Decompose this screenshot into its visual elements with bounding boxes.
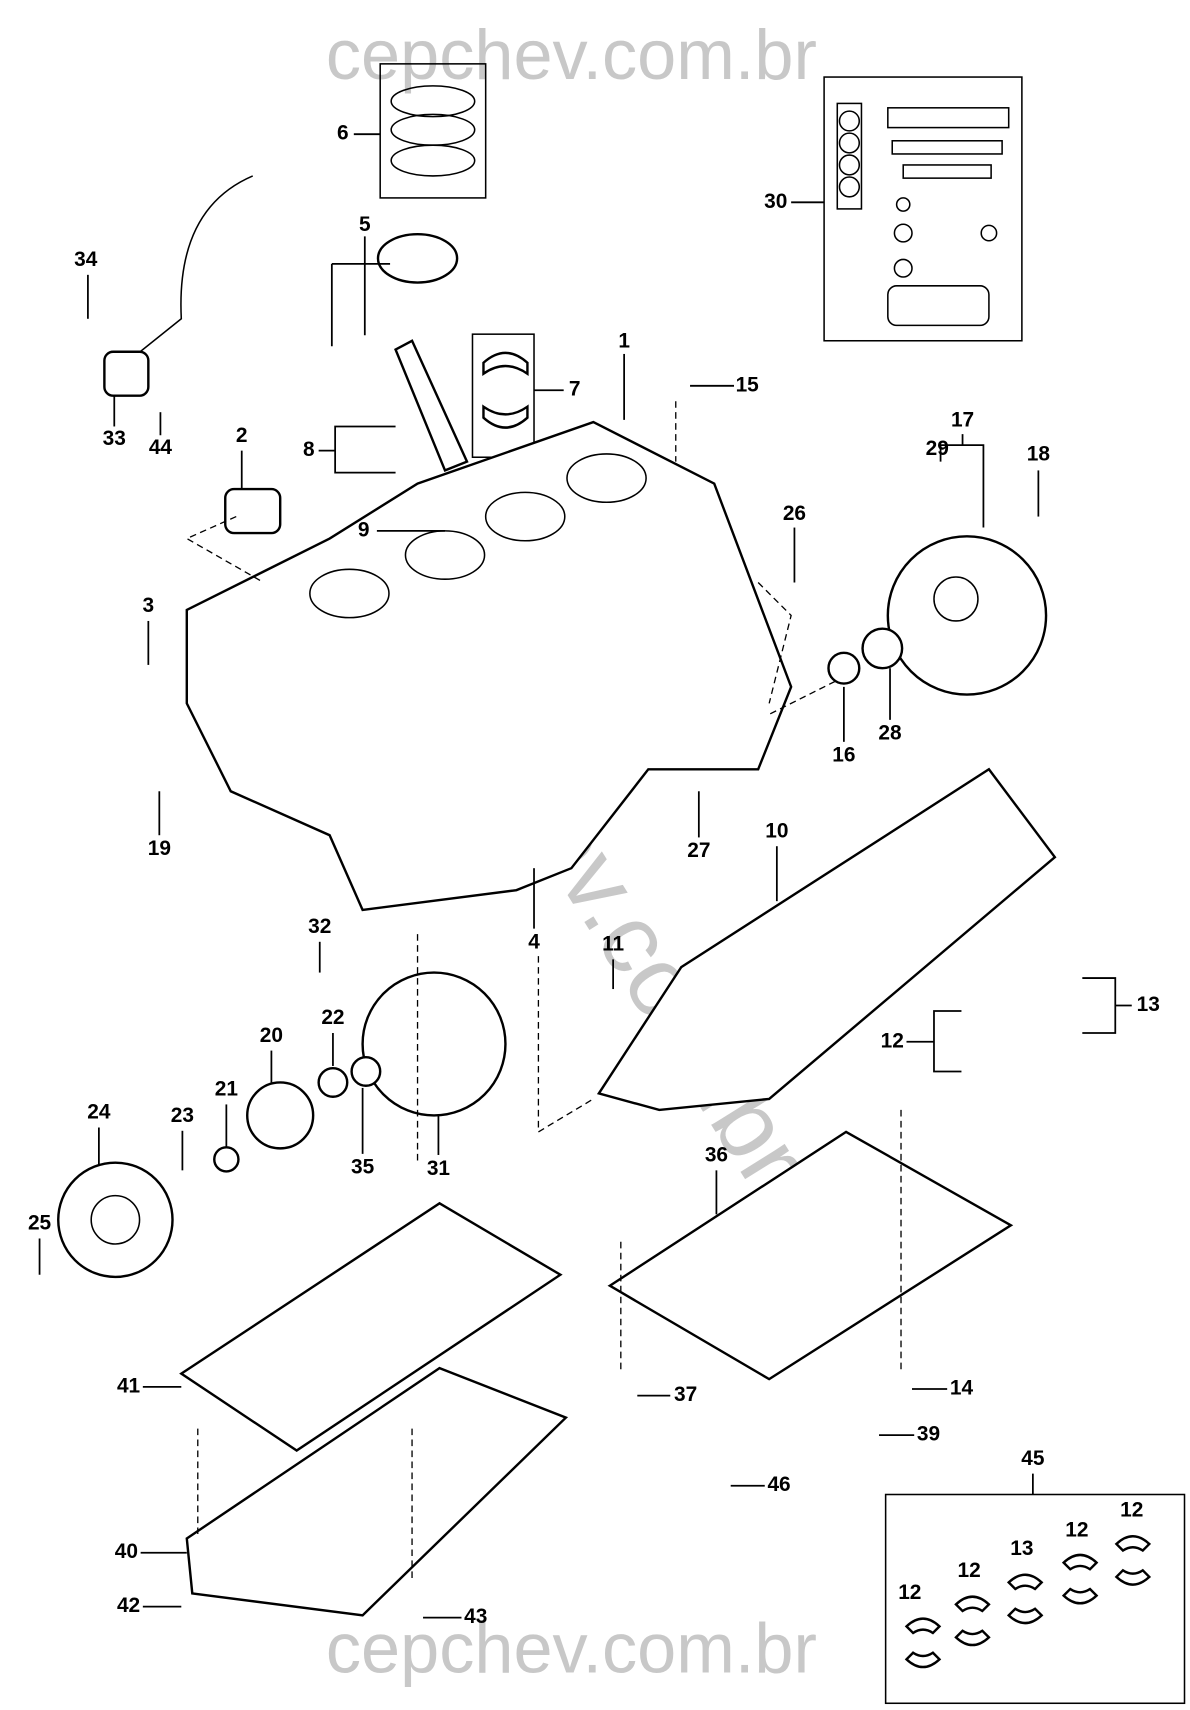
- callout-9: 9: [358, 518, 370, 541]
- bearing-kit-45: 12 12 13 12 12: [898, 1498, 1152, 1669]
- callout-42: 42: [117, 1594, 140, 1617]
- callout-8: 8: [303, 438, 315, 461]
- gasket-kit: [836, 102, 1010, 327]
- callout-11: 11: [602, 933, 624, 956]
- callouts: 1 2 3 4 5 6 7 8 9 10 11 12 13 14 15 16 1…: [28, 122, 1160, 1628]
- callout-6: 6: [337, 122, 349, 145]
- flywheel-adapter: [861, 627, 904, 670]
- callout-31: 31: [427, 1157, 451, 1180]
- callout-28: 28: [878, 722, 901, 745]
- callout-12: 12: [881, 1029, 904, 1052]
- callout-5: 5: [359, 213, 371, 236]
- flywheel: [886, 535, 1048, 696]
- leader-lines: [38, 133, 1132, 1619]
- callout-24: 24: [87, 1101, 111, 1124]
- callout-44: 44: [149, 436, 173, 459]
- callout-35: 35: [351, 1156, 375, 1179]
- piston: [376, 232, 459, 284]
- kit-label: 13: [1010, 1537, 1033, 1560]
- rod-bearing-shells: [482, 351, 529, 429]
- spacer-16: [827, 651, 861, 685]
- callout-32: 32: [308, 915, 331, 938]
- callout-17: 17: [951, 408, 974, 431]
- oil-pan: [185, 1366, 569, 1617]
- kit-label: 12: [1120, 1498, 1143, 1521]
- callout-22: 22: [321, 1006, 344, 1029]
- sensor-cable: [125, 175, 254, 364]
- callout-27: 27: [687, 839, 710, 862]
- kit-label: 12: [1065, 1518, 1088, 1541]
- callout-7: 7: [569, 378, 581, 401]
- callout-36: 36: [705, 1144, 728, 1167]
- callout-25: 25: [28, 1212, 52, 1235]
- callout-37: 37: [674, 1383, 697, 1406]
- kit-label: 12: [958, 1559, 981, 1582]
- bearing-ladder-gasket: [607, 1130, 1014, 1381]
- callout-2: 2: [236, 424, 248, 447]
- kit-label: 12: [898, 1581, 921, 1604]
- watermark-bottom: cepchev.com.br: [326, 1609, 817, 1688]
- callout-34: 34: [74, 248, 98, 271]
- crankshaft: [596, 767, 1057, 1112]
- piston-rings: [390, 85, 476, 177]
- callout-29: 29: [926, 437, 949, 460]
- timing-plate: [361, 971, 507, 1117]
- crank-gear: [246, 1081, 315, 1150]
- callout-45: 45: [1021, 1447, 1045, 1470]
- callout-33: 33: [103, 427, 126, 450]
- main-bearing-kit-box: [884, 1493, 1186, 1705]
- callout-41: 41: [117, 1374, 141, 1397]
- callout-3: 3: [143, 594, 155, 617]
- callout-26: 26: [783, 502, 806, 525]
- crank-sensor: [103, 350, 150, 397]
- callout-43: 43: [464, 1605, 487, 1628]
- callout-39: 39: [917, 1423, 940, 1446]
- cylinder-block: [185, 420, 793, 912]
- connecting-rod: [394, 339, 469, 472]
- callout-19: 19: [148, 837, 171, 860]
- watermark-top: cepchev.com.br: [326, 15, 817, 94]
- oil-pan-gasket: [179, 1201, 563, 1453]
- callout-14: 14: [950, 1377, 974, 1400]
- callout-23: 23: [171, 1104, 194, 1127]
- callout-40: 40: [115, 1540, 138, 1563]
- callout-30: 30: [764, 190, 787, 213]
- callout-4: 4: [528, 930, 540, 953]
- assembly-dash-lines: [185, 401, 902, 1583]
- bushing: [224, 487, 282, 535]
- gasket-kit-box: [823, 76, 1023, 342]
- callout-10: 10: [765, 819, 788, 842]
- piston-ring-box: [379, 63, 487, 199]
- crank-pulley: [57, 1161, 174, 1279]
- callout-13: 13: [1137, 993, 1160, 1016]
- callout-20: 20: [260, 1024, 283, 1047]
- callout-18: 18: [1027, 443, 1050, 466]
- callout-1: 1: [618, 329, 630, 352]
- callout-46: 46: [767, 1473, 790, 1496]
- callout-21: 21: [215, 1078, 239, 1101]
- callout-16: 16: [832, 744, 855, 767]
- callout-15: 15: [736, 373, 760, 396]
